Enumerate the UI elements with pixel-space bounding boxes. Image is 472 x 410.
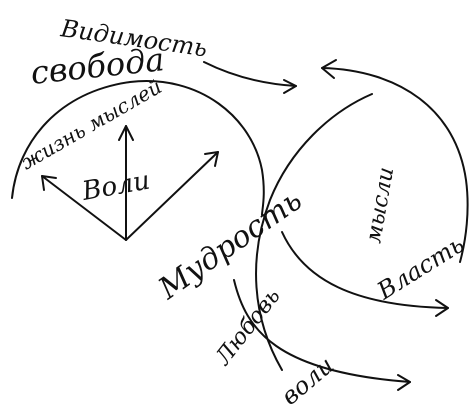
arrow-wisdom-to-power	[281, 231, 449, 309]
fan-arrows	[41, 125, 219, 241]
right-arc-head	[321, 59, 337, 79]
fan-arrow-left	[41, 175, 127, 241]
fan-arrow-right	[125, 151, 219, 241]
fan-arrow-up-head	[118, 125, 134, 141]
label-wisdom: Мудрость	[152, 183, 309, 307]
arrow-freedom-to-right	[203, 61, 297, 87]
left-arc	[11, 80, 265, 216]
fan-arrow-right-head	[204, 151, 219, 167]
arrow-wisdom-to-power-head	[435, 299, 449, 317]
label-thoughts: мысли	[361, 165, 399, 245]
label-will-bottom: воли	[276, 351, 339, 410]
arrow-love-to-will-head	[397, 374, 411, 391]
fan-arrow-left-head	[41, 175, 57, 191]
right-arc	[321, 67, 469, 263]
middle-arc	[255, 93, 373, 371]
arrow-love-to-will	[233, 279, 411, 383]
arrow-freedom-to-right-head	[283, 79, 297, 94]
label-will-top: Воли	[79, 166, 152, 208]
